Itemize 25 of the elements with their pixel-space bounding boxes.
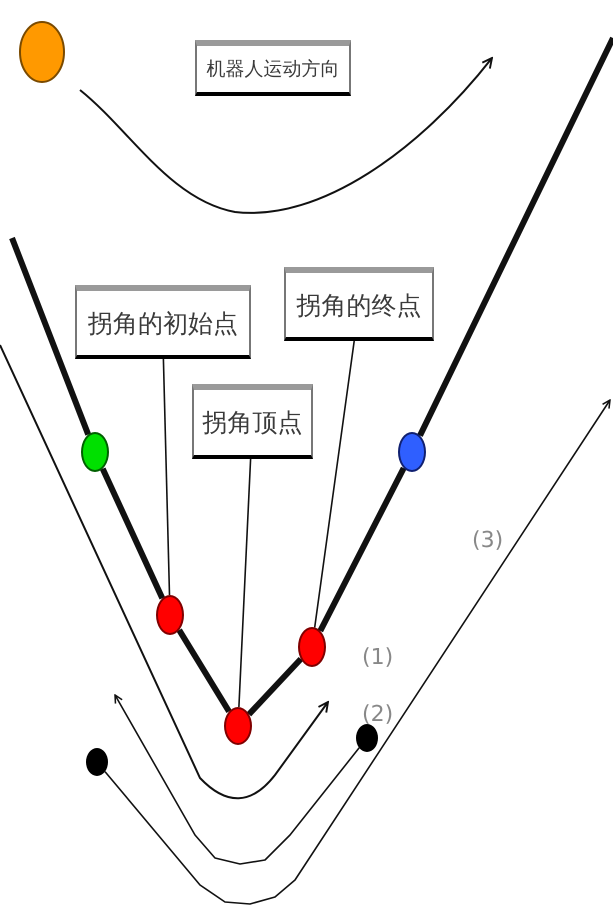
path-line	[176, 628, 232, 713]
point-marker	[398, 432, 426, 472]
point-marker	[224, 707, 252, 745]
point-marker	[86, 748, 108, 776]
path-line	[100, 467, 166, 600]
path-number: (1)	[362, 645, 394, 670]
path-number: (2)	[362, 702, 394, 727]
motion-arrow	[104, 399, 611, 905]
leader-line	[238, 458, 252, 708]
path-number: (3)	[472, 528, 504, 553]
callout-label: 拐角的终点	[284, 267, 434, 341]
leader-line	[314, 340, 355, 628]
callout-label: 机器人运动方向	[195, 40, 351, 96]
path-line	[318, 466, 406, 632]
motion-arrow	[114, 694, 360, 865]
path-line	[9, 236, 91, 436]
leader-line	[162, 358, 170, 596]
point-marker	[356, 724, 378, 752]
point-marker	[298, 627, 326, 667]
path-line	[417, 36, 613, 437]
point-marker	[156, 595, 184, 635]
callout-label: 拐角顶点	[192, 384, 313, 459]
path-line	[246, 656, 303, 716]
callout-label: 拐角的初始点	[75, 285, 251, 359]
point-marker	[81, 432, 109, 472]
